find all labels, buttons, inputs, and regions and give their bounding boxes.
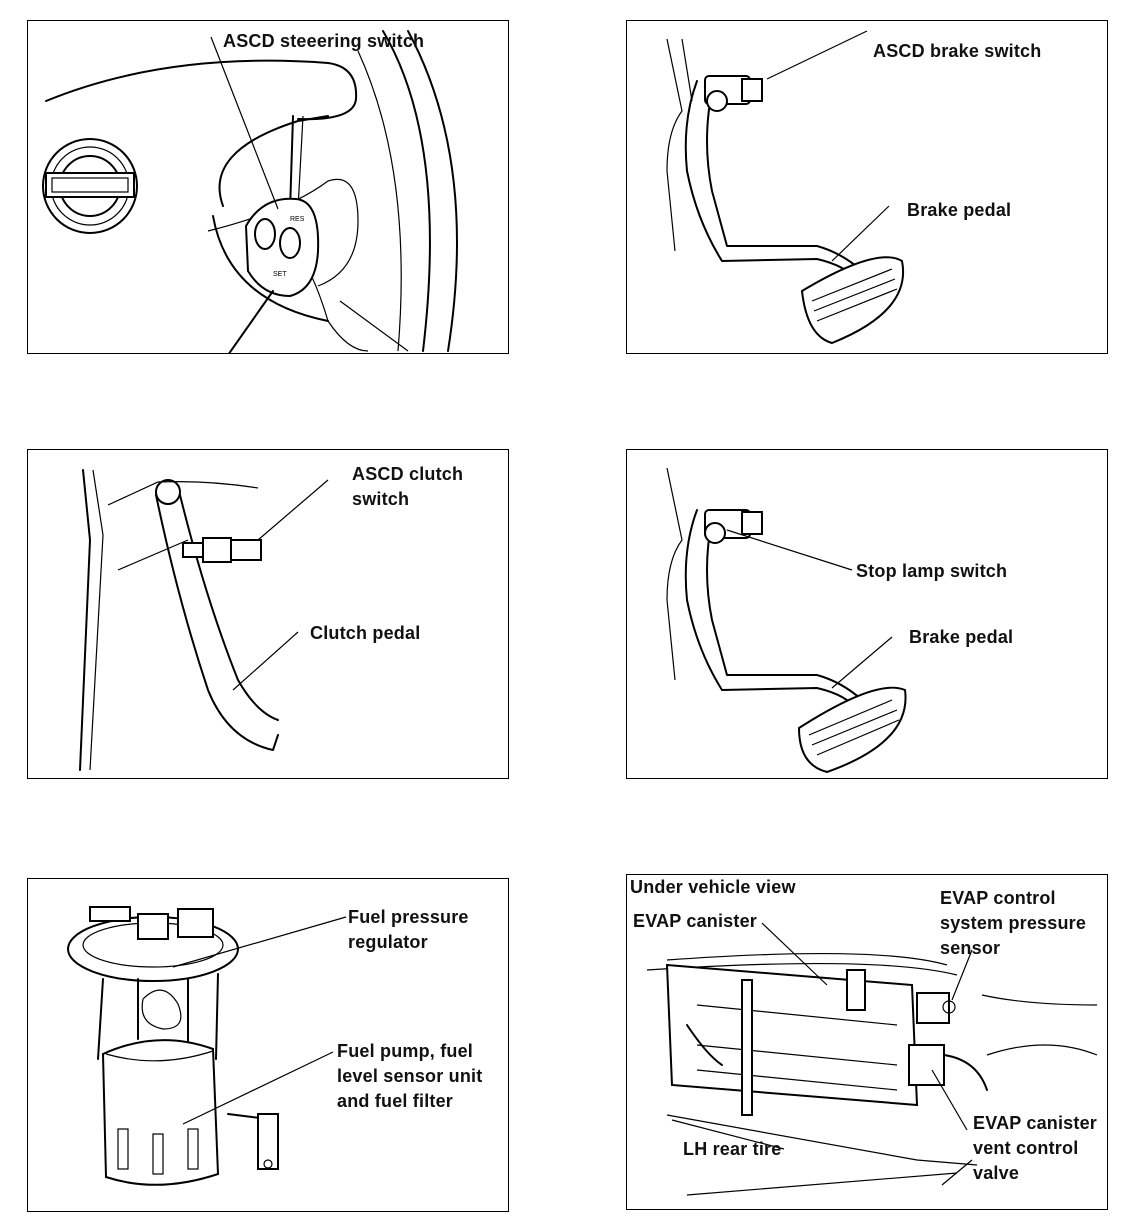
brake-pedal-pad-icon	[800, 256, 905, 345]
steering-wheel-illustration: RES SET	[42, 30, 458, 353]
brake-pedal-label: Brake pedal	[909, 627, 1014, 647]
pressure-sensor-icon	[916, 992, 956, 1024]
lh-rear-tire-label: LH rear tire	[683, 1139, 782, 1159]
brake-pedal-pad-icon	[797, 686, 907, 774]
ascd-switch-pad-icon: RES SET	[244, 197, 320, 298]
panel-ascd-steering-switch: RES SET ASCD steeering switch	[27, 20, 509, 354]
ascd-steering-switch-label: ASCD steeering switch	[223, 31, 425, 51]
svg-text:RES: RES	[290, 216, 305, 223]
fuel-pump-body-icon	[101, 1039, 220, 1186]
fuel-pump-label: Fuel pump, fuel level sensor unit and fu…	[337, 1041, 483, 1111]
evap-canister-label: EVAP canister	[633, 911, 757, 931]
panel-fuel-pump: Fuel pressure regulator Fuel pump, fuel …	[27, 878, 509, 1212]
stop-lamp-switch-label: Stop lamp switch	[856, 561, 1008, 581]
evap-canister-body-icon	[665, 963, 919, 1116]
evap-vent-control-valve-label: EVAP canister vent control valve	[973, 1113, 1097, 1183]
clutch-pedal-arm-icon	[155, 479, 279, 751]
panel-evap-canister: Under vehicle view EVAP canister EVAP co…	[626, 874, 1108, 1210]
panel-stop-lamp-switch: Stop lamp switch Brake pedal	[626, 449, 1108, 779]
evap-canister-illustration	[646, 922, 1098, 1196]
under-vehicle-view-label: Under vehicle view	[630, 877, 796, 897]
stop-lamp-switch-body-icon	[704, 509, 763, 544]
fuel-pump-flange-icon	[67, 906, 239, 982]
level-sensor-float-icon	[227, 1113, 279, 1170]
fuel-pressure-regulator-label: Fuel pressure regulator	[348, 907, 469, 952]
stop-lamp-pedal-illustration	[666, 467, 907, 774]
clutch-switch-body-icon	[182, 537, 262, 563]
ascd-brake-switch-label: ASCD brake switch	[873, 41, 1042, 61]
vent-control-valve-icon	[908, 1044, 988, 1091]
ascd-clutch-switch-label: ASCD clutch switch	[352, 464, 464, 509]
svg-text:SET: SET	[273, 271, 287, 278]
nissan-logo-icon	[42, 138, 138, 234]
fuel-pump-illustration	[67, 906, 347, 1186]
clutch-pedal-label: Clutch pedal	[310, 623, 421, 643]
panel-ascd-brake-switch: ASCD brake switch Brake pedal	[626, 20, 1108, 354]
brake-switch-body-icon	[704, 75, 763, 112]
evap-pressure-sensor-label: EVAP control system pressure sensor	[940, 888, 1087, 958]
panel-ascd-clutch-switch: ASCD clutch switch Clutch pedal	[27, 449, 509, 779]
brake-pedal-illustration	[666, 30, 905, 345]
brake-pedal-label: Brake pedal	[907, 200, 1012, 220]
clutch-pedal-illustration	[79, 469, 329, 771]
